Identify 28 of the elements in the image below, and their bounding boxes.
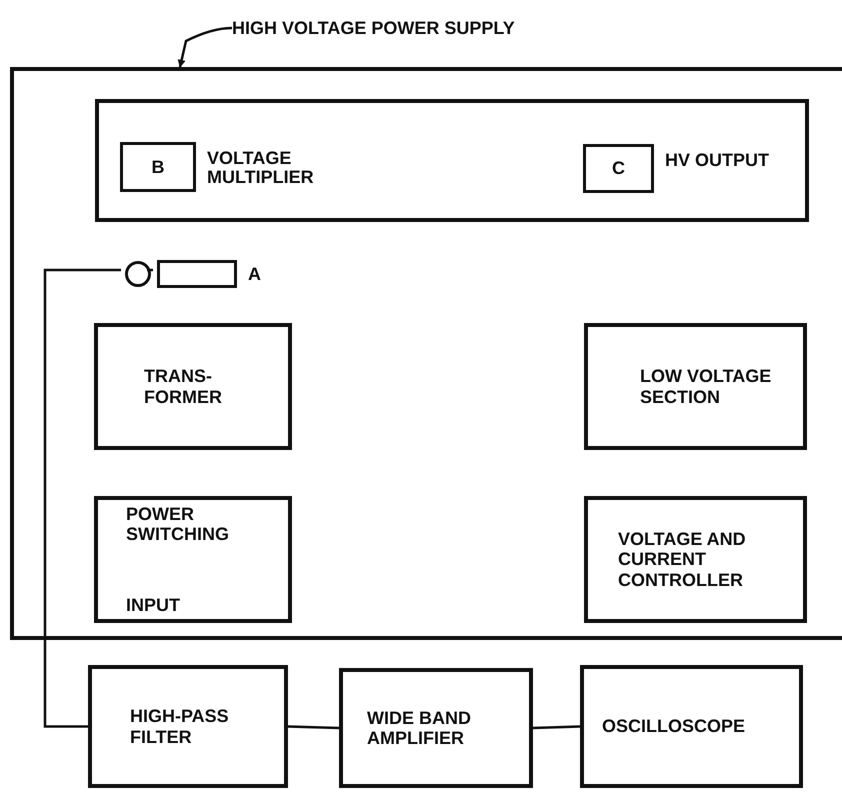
block-box: [88, 665, 288, 788]
block-box: [584, 496, 807, 623]
block-label: LOW VOLTAGE SECTION: [640, 366, 772, 407]
enclosure-frame: [10, 67, 842, 640]
module-panel: [95, 99, 809, 222]
block-label: WIDE BAND AMPLIFIER: [367, 708, 472, 748]
diagram-heading: HIGH VOLTAGE POWER SUPPLY: [232, 18, 515, 38]
block-box: [584, 323, 807, 450]
block-label: C: [612, 158, 625, 179]
connector-line: [147, 268, 153, 272]
block-label: HIGH-PASS FILTER: [130, 706, 230, 747]
connector-line: [44, 268, 121, 728]
block-label: POWER SWITCHING: [126, 504, 230, 544]
block-box: [94, 323, 292, 450]
connector-line: [288, 725, 340, 730]
block-label: INPUT: [126, 594, 180, 615]
block-label: OSCILLOSCOPE: [602, 716, 746, 737]
block-box: [580, 665, 803, 788]
block-label: TRANS- FORMER: [144, 366, 223, 407]
block-label: VOLTAGE AND CURRENT CONTROLLER: [618, 529, 747, 590]
component-label: A: [248, 265, 262, 284]
connector-line: [532, 725, 580, 730]
leader-line: [178, 26, 232, 68]
component-label: VOLTAGE MULTIPLIER: [207, 149, 315, 187]
component-label: HV OUTPUT: [665, 151, 770, 170]
block-label: B: [152, 156, 164, 178]
block-box: [94, 496, 292, 623]
block-box: [339, 668, 533, 788]
